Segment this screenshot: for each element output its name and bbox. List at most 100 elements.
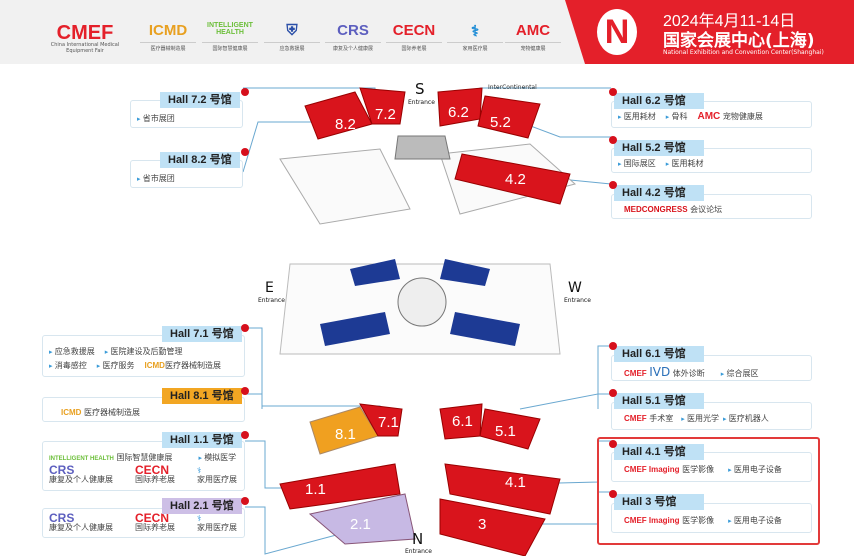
direction-w: W xyxy=(568,280,582,296)
cmef-brand: CMEF xyxy=(624,369,647,378)
hall-5-2-info: 国际展区医用耗材 xyxy=(611,148,812,173)
hall-label-8-1: 8.1 xyxy=(335,426,356,443)
venue-name-en: National Exhibition and Convention Cente… xyxy=(663,49,824,56)
hall-7-1-info: 应急救援展医院建设及后勤管理 消毒感控医疗服务ICMD医疗器械制造展 xyxy=(42,335,245,377)
hall-3-tag: Hall 3 号馆 xyxy=(614,494,704,510)
cmef-brand: CMEF xyxy=(624,414,647,423)
hall-3-marker xyxy=(609,490,617,498)
venue-name: 国家会展中心(上海) xyxy=(663,31,815,51)
exhibit-item: 医疗器械制造展 xyxy=(164,361,221,370)
exhibit-item: 医用耗材 xyxy=(666,158,704,169)
home-medical-icon: ⚕ xyxy=(197,514,202,523)
hall-7-2-tag: Hall 7.2 号馆 xyxy=(160,92,240,108)
highlight-frame xyxy=(597,437,820,545)
exhibit-item: 宠物健康展 xyxy=(722,112,763,121)
hall-6-1-marker xyxy=(609,342,617,350)
crs-brand: CRS xyxy=(49,511,75,525)
hall-label-1-1: 1.1 xyxy=(305,481,326,498)
crs-brand: CRS xyxy=(49,463,75,477)
exhibit-item: 国际智慧健康展 xyxy=(116,453,173,462)
emergency-logo: ⛨应急救援展 xyxy=(262,22,322,52)
necc-logo: N xyxy=(597,9,637,55)
exhibit-item: 消毒感控 xyxy=(49,360,87,371)
icmd-brand: ICMD xyxy=(144,361,165,370)
hall-8-1-marker xyxy=(241,387,249,395)
hall-4-2-marker xyxy=(609,181,617,189)
hall-4-1-marker xyxy=(609,440,617,448)
hall-7-1-marker xyxy=(241,324,249,332)
hotel-label: InterContinental xyxy=(488,84,537,91)
exhibit-item: 省市展团 xyxy=(137,173,175,184)
icmd-brand: ICMD xyxy=(61,408,82,417)
exhibit-item: 模拟医学 xyxy=(198,452,236,463)
exhibit-item: 医学影像 xyxy=(682,516,715,525)
middle-halls: E Entrance W Entrance xyxy=(258,259,591,355)
cecn-brand: CECN xyxy=(135,511,170,525)
entrance-label-s: Entrance xyxy=(408,99,435,106)
hall-8-1-tag: Hall 8.1 号馆 xyxy=(162,388,242,404)
cecn-brand: CECN xyxy=(135,463,170,477)
hall-label-4-2: 4.2 xyxy=(505,171,526,188)
exhibit-item: 医用电子设备 xyxy=(728,515,782,526)
direction-n: N xyxy=(412,530,423,548)
cmef-imaging-brand: CMEF Imaging xyxy=(624,516,680,525)
exhibit-item: 国际展区 xyxy=(618,158,656,169)
exhibit-item: 医用耗材 xyxy=(618,111,656,122)
exhibit-item: 骨科 xyxy=(666,111,688,122)
hall-7-1-tag: Hall 7.1 号馆 xyxy=(162,326,242,342)
hall-4-2-tag: Hall 4.2 号馆 xyxy=(614,185,704,201)
hall-2-1-tag: Hall 2.1 号馆 xyxy=(162,498,242,514)
hall-4-1-tag: Hall 4.1 号馆 xyxy=(614,444,704,460)
hall-4-1-info: CMEF Imaging 医学影像 医用电子设备 xyxy=(611,452,812,482)
hall-7-2-marker xyxy=(241,88,249,96)
exhibit-item: 医院建设及后勤管理 xyxy=(105,346,183,357)
exhibit-item: 医用电子设备 xyxy=(728,464,782,475)
exhibit-item: 手术室 xyxy=(649,414,674,423)
exhibit-item: 家用医疗展 xyxy=(197,475,237,484)
entrance-label-n: Entrance xyxy=(405,548,432,555)
exhibit-item: 会议论坛 xyxy=(690,205,723,214)
hall-1-1-info: INTELLIGENT HEALTH 国际智慧健康展模拟医学 CRS康复及个人健… xyxy=(42,441,245,491)
hall-8-2-marker xyxy=(241,148,249,156)
exhibit-item: 体外诊断 xyxy=(672,369,705,378)
intelligent-health-brand: INTELLIGENT HEALTH xyxy=(49,456,114,462)
exhibit-item: 医学影像 xyxy=(682,465,715,474)
event-date: 2024年4月11-14日 xyxy=(663,13,796,30)
exhibit-item: 医疗机器人 xyxy=(723,413,769,424)
exhibit-item: 国际养老展 xyxy=(135,523,175,532)
ivd-brand: IVD xyxy=(649,365,671,379)
hall-label-6-1: 6.1 xyxy=(452,413,473,430)
hall-label-3: 3 xyxy=(478,516,486,533)
exhibit-item: 医用光学 xyxy=(681,413,719,424)
entrance-label-w: Entrance xyxy=(564,297,591,304)
hall-2-1-marker xyxy=(241,497,249,505)
hall-label-4-1: 4.1 xyxy=(505,474,526,491)
entrance-label-e: Entrance xyxy=(258,297,285,304)
lower-halls: 7.1 8.1 1.1 2.1 6.1 5.1 4.1 3 N Entrance xyxy=(279,403,561,556)
hall-5-2-tag: Hall 5.2 号馆 xyxy=(614,140,704,156)
direction-e: E xyxy=(265,280,274,296)
medcongress-brand: MEDCONGRESS xyxy=(624,205,688,214)
upper-halls: 8.2 7.2 6.2 5.2 4.2 S Entrance InterCont… xyxy=(279,80,577,225)
hall-6-2-marker xyxy=(609,88,617,96)
hall-5-1-tag: Hall 5.1 号馆 xyxy=(614,393,704,409)
exhibit-item: 医疗服务 xyxy=(97,360,135,371)
hall-6-1-tag: Hall 6.1 号馆 xyxy=(614,346,704,362)
exhibit-item: 省市展团 xyxy=(137,113,175,124)
hall-6-2-tag: Hall 6.2 号馆 xyxy=(614,93,704,109)
cmef-imaging-brand: CMEF Imaging xyxy=(624,465,680,474)
exhibit-item: 康复及个人健康展 xyxy=(49,523,113,532)
home-medical-logo: ⚕家用医疗展 xyxy=(445,22,505,52)
hall-5-1-info: CMEF 手术室医用光学医疗机器人 xyxy=(611,402,812,430)
exhibit-item: 综合展区 xyxy=(721,368,759,379)
hall-label-2-1: 2.1 xyxy=(350,516,371,533)
hall-label-5-2: 5.2 xyxy=(490,114,511,131)
amc-brand: AMC xyxy=(697,111,721,122)
hall-label-6-2: 6.2 xyxy=(448,104,469,121)
